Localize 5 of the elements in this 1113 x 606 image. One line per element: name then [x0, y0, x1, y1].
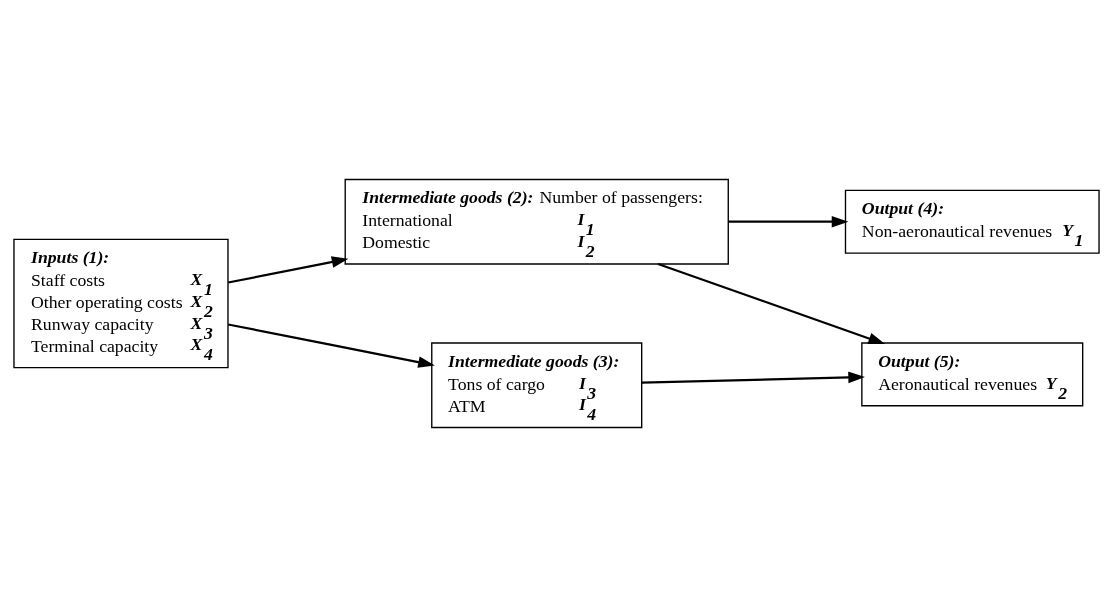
arrow: [657, 262, 886, 344]
arrow: [728, 215, 849, 228]
arrow: [227, 255, 349, 284]
arrow: [641, 371, 865, 384]
arrow: [227, 322, 435, 368]
